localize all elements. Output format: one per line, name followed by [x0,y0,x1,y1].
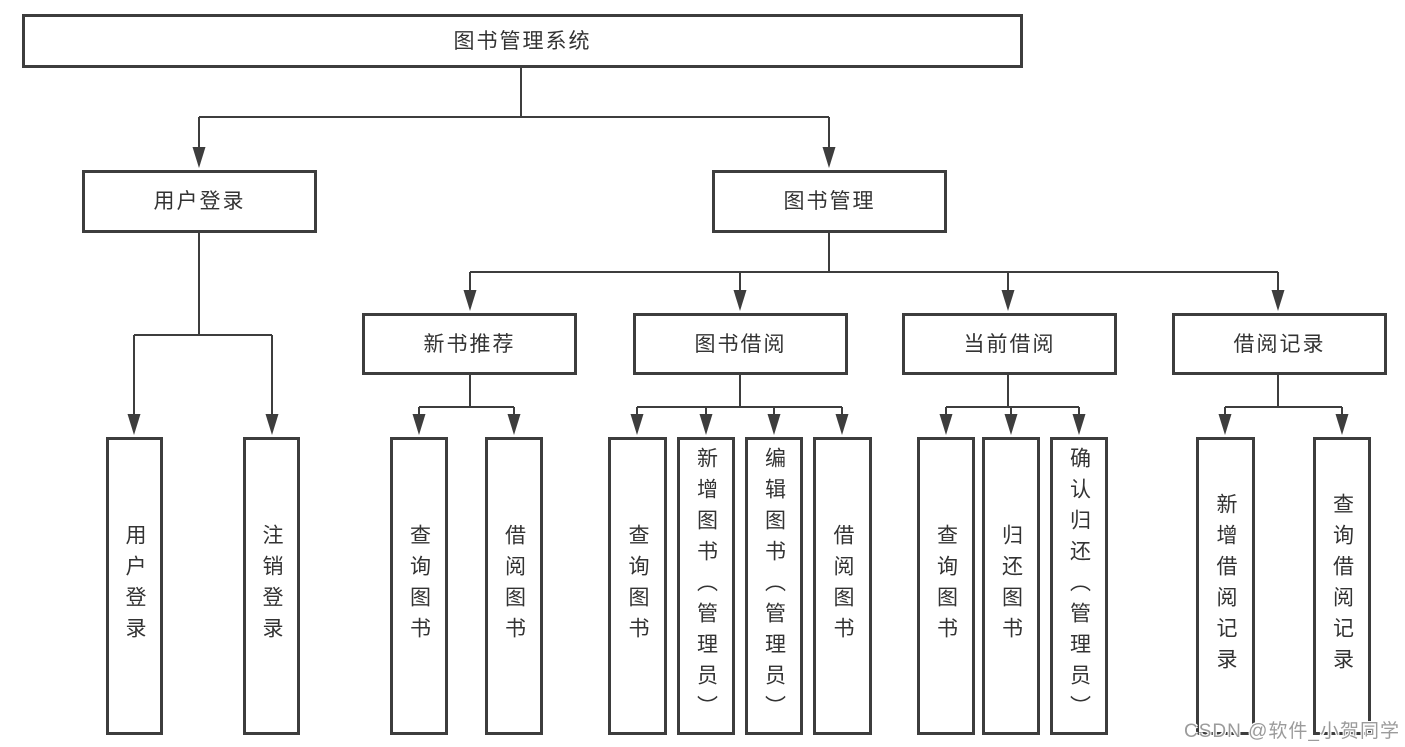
node-user-login: 用户登录 [82,170,317,233]
leaf-query-books-current: 查询图书 [917,437,975,735]
leaf-query-books-recommend: 查询图书 [390,437,448,735]
leaf-label: 查询图书 [626,524,649,648]
leaf-label: 归还图书 [999,524,1023,648]
leaf-confirm-return-admin: 确认归还（管理员） [1050,437,1108,735]
leaf-return-books: 归还图书 [982,437,1040,735]
leaf-label: 新增图书（管理员） [694,446,718,726]
leaf-borrow-books-recommend: 借阅图书 [485,437,543,735]
node-new-book-recommend: 新书推荐 [362,313,577,375]
leaf-query-borrow-record: 查询借阅记录 [1313,437,1371,735]
node-book-borrow: 图书借阅 [633,313,848,375]
leaf-user-login: 用户登录 [106,437,163,735]
leaf-query-books-borrow: 查询图书 [608,437,667,735]
leaf-label: 确认归还（管理员） [1067,446,1091,726]
node-borrow-records: 借阅记录 [1172,313,1387,375]
leaf-edit-book-admin: 编辑图书（管理员） [745,437,803,735]
csdn-watermark: CSDN @软件_小贺同学 [1184,721,1400,742]
leaf-label: 注销登录 [260,524,283,648]
leaf-label: 借阅图书 [502,524,526,648]
node-current-borrow: 当前借阅 [902,313,1117,375]
leaf-label: 新增借阅记录 [1214,493,1237,679]
leaf-label: 查询借阅记录 [1330,493,1354,679]
leaf-add-borrow-record: 新增借阅记录 [1196,437,1255,735]
leaf-label: 用户登录 [123,524,146,648]
leaf-borrow-books: 借阅图书 [813,437,872,735]
leaf-label: 编辑图书（管理员） [762,446,786,726]
leaf-label: 查询图书 [934,524,958,648]
node-root-system: 图书管理系统 [22,14,1023,68]
leaf-add-book-admin: 新增图书（管理员） [677,437,735,735]
node-book-management: 图书管理 [712,170,947,233]
leaf-label: 查询图书 [407,524,431,648]
leaf-label: 借阅图书 [831,524,854,648]
leaf-logout: 注销登录 [243,437,300,735]
